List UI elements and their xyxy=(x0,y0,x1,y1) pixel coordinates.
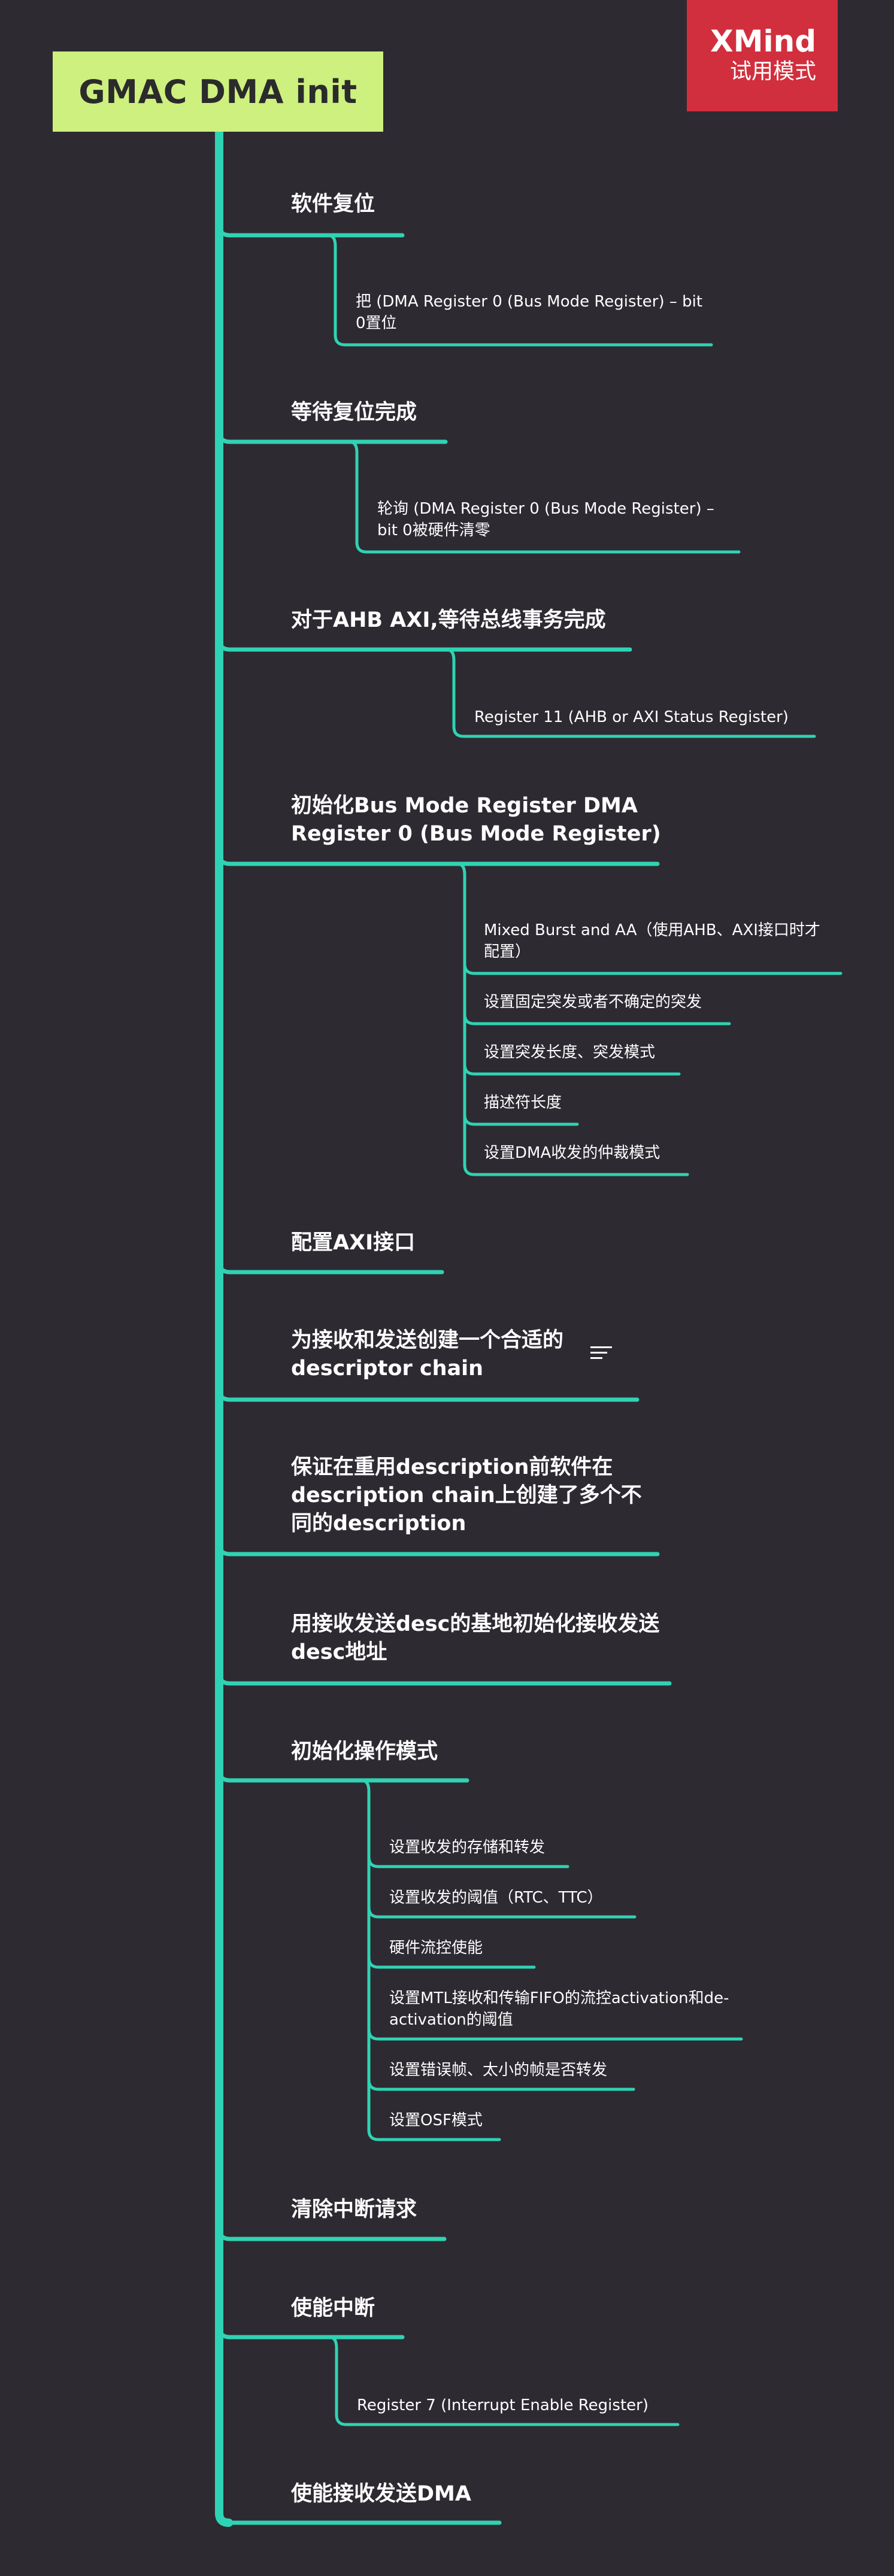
subtopic-fixed-burst[interactable]: 设置固定突发或者不确定的突发 xyxy=(484,993,702,1011)
subtopic-register-7[interactable]: Register 7 (Interrupt Enable Register) xyxy=(357,2396,648,2414)
topic-connector xyxy=(217,851,660,866)
root-topic[interactable]: GMAC DMA init xyxy=(53,51,383,132)
subtopic-connector xyxy=(367,1956,536,1969)
topic-wait-bus[interactable]: 对于AHB AXI,等待总线事务完成 xyxy=(291,608,606,632)
topic-connector xyxy=(217,1541,660,1556)
topic-connector xyxy=(217,1259,444,1275)
topic-enable-interrupt[interactable]: 使能中断 xyxy=(291,2296,375,2320)
topic-connector xyxy=(217,1386,640,1402)
topic-connector xyxy=(217,2510,502,2525)
subtopic-flow-control[interactable]: 硬件流控使能 xyxy=(389,1939,483,1957)
subtopic-osf-mode[interactable]: 设置OSF模式 xyxy=(389,2111,483,2129)
subtopic-error-frames[interactable]: 设置错误帧、太小的帧是否转发 xyxy=(389,2061,608,2079)
sub-branch-line xyxy=(326,233,337,337)
topic-enable-dma[interactable]: 使能接收发送DMA xyxy=(291,2482,471,2506)
topic-wait-reset[interactable]: 等待复位完成 xyxy=(291,400,417,424)
topic-connector xyxy=(217,636,632,652)
sub-branch-line xyxy=(445,648,456,729)
subtopic-threshold[interactable]: 设置收发的阈值（RTC、TTC） xyxy=(389,1889,603,1907)
subtopic-connector xyxy=(335,2413,680,2426)
topic-init-operation-mode[interactable]: 初始化操作模式 xyxy=(291,1740,438,1764)
subtopic-connector xyxy=(463,962,843,975)
subtopic-poll-bit0[interactable]: 轮询 (DMA Register 0 (Bus Mode Register) –… xyxy=(377,500,714,539)
sub-branch-line xyxy=(360,1779,371,2132)
sub-branch-line xyxy=(456,862,466,1167)
subtopic-connector xyxy=(367,1855,569,1868)
subtopic-connector xyxy=(334,333,713,347)
subtopic-set-bit0[interactable]: 把 (DMA Register 0 (Bus Mode Register) – … xyxy=(356,293,703,332)
subtopic-connector xyxy=(367,2128,501,2141)
sub-branch-line xyxy=(328,2335,338,2417)
subtopic-connector xyxy=(463,1012,731,1025)
subtopic-store-forward[interactable]: 设置收发的存储和转发 xyxy=(389,1838,546,1856)
topic-reuse-description[interactable]: 保证在重用description前软件在description chain上创建… xyxy=(291,1455,642,1536)
topic-connector xyxy=(217,222,405,238)
subtopic-descriptor-length[interactable]: 描述符长度 xyxy=(484,1094,562,1112)
subtopic-connector xyxy=(463,1113,579,1126)
sub-branch-line xyxy=(348,440,359,544)
trunk-line xyxy=(215,128,233,2527)
subtopic-burst-length[interactable]: 设置突发长度、突发模式 xyxy=(484,1043,656,1061)
subtopic-register-11[interactable]: Register 11 (AHB or AXI Status Register) xyxy=(474,708,789,726)
topic-connector xyxy=(217,429,448,444)
topic-connector xyxy=(217,2324,405,2340)
subtopic-connector xyxy=(355,541,741,554)
topic-connector xyxy=(217,1670,672,1686)
subtopic-mtl-fifo[interactable]: 设置MTL接收和传输FIFO的流控activation和de-activatio… xyxy=(389,1989,729,2029)
subtopic-connector xyxy=(452,725,816,738)
subtopic-connector xyxy=(367,1906,637,1919)
topic-connector xyxy=(217,1767,469,1783)
trial-mode-label: 试用模式 xyxy=(729,59,816,84)
subtopic-connector xyxy=(367,2078,635,2091)
topic-init-bus-mode[interactable]: 初始化Bus Mode Register DMA Register 0 (Bus… xyxy=(291,794,661,846)
topic-software-reset[interactable]: 软件复位 xyxy=(291,192,375,216)
subtopic-mixed-burst[interactable]: Mixed Burst and AA（使用AHB、AXI接口时才配置） xyxy=(484,921,820,961)
topic-create-descriptor-chain[interactable]: 为接收和发送创建一个合适的descriptor chain xyxy=(291,1328,564,1380)
subtopic-connector xyxy=(463,1163,689,1176)
topic-init-desc-address[interactable]: 用接收发送desc的基地初始化接收发送desc地址 xyxy=(291,1612,660,1664)
root-title: GMAC DMA init xyxy=(78,72,357,111)
trial-badge: XMind 试用模式 xyxy=(687,0,838,111)
topic-clear-interrupt[interactable]: 清除中断请求 xyxy=(291,2198,417,2222)
subtopic-arbitration-mode[interactable]: 设置DMA收发的仲裁模式 xyxy=(484,1144,660,1162)
topic-connector xyxy=(217,2226,447,2241)
subtopic-connector xyxy=(463,1063,681,1076)
notes-icon[interactable] xyxy=(590,1346,612,1360)
xmind-logo: XMind xyxy=(710,24,816,59)
subtopic-connector xyxy=(367,2028,743,2041)
topic-config-axi[interactable]: 配置AXI接口 xyxy=(291,1231,416,1255)
